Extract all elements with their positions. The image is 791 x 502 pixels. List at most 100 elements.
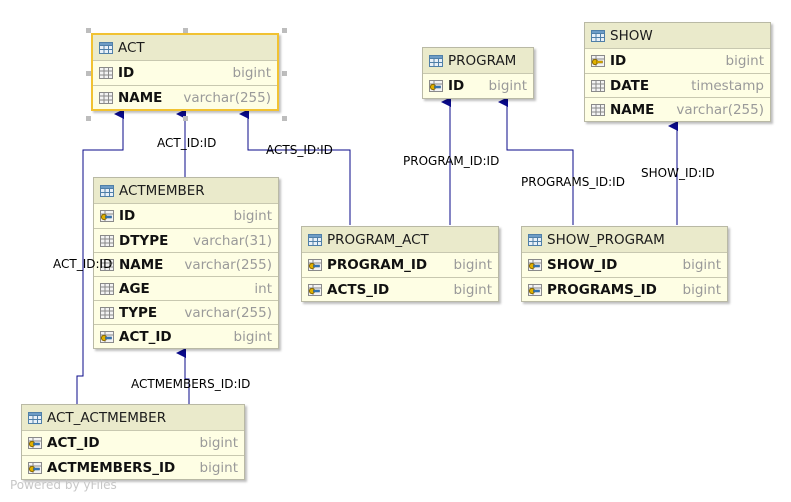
column-name: PROGRAMS_ID [547,281,657,298]
relation-label: ACT_ID:ID [53,257,113,271]
column-type: bigint [488,78,528,94]
entity-name: ACT [118,39,145,56]
column-type: bigint [682,257,722,273]
fk-key-icon [100,210,114,222]
column-type: varchar(255) [184,304,272,321]
relation-label: PROGRAM_ID:ID [403,154,500,168]
entity-header[interactable]: ACTMEMBER [94,178,278,204]
column-row[interactable]: AGE int [94,276,278,300]
column-icon [99,91,113,104]
selection-handle[interactable] [282,116,287,121]
table-icon [429,54,443,67]
column-icon [100,306,114,319]
column-name: DATE [610,77,650,94]
column-name: ACTS_ID [327,281,390,298]
column-row[interactable]: ID bigint [423,74,533,98]
relation-label: SHOW_ID:ID [641,166,715,180]
edge-act-actmember-actmember[interactable] [176,348,190,404]
column-name: DTYPE [119,232,169,249]
column-name: ACT_ID [119,328,172,345]
selection-handle[interactable] [86,28,91,33]
entity-name: PROGRAM_ACT [327,231,429,248]
column-type: bigint [199,459,239,476]
key-icon [591,55,605,67]
column-name: NAME [118,89,163,106]
selection-handle[interactable] [86,71,91,76]
entity-name: ACTMEMBER [119,182,205,199]
column-icon [591,79,605,92]
selection-handle[interactable] [282,71,287,76]
selection-handle[interactable] [282,28,287,33]
fk-key-icon [429,80,443,92]
table-icon [308,233,322,246]
column-row[interactable]: PROGRAMS_ID bigint [522,277,727,301]
entity-header[interactable]: SHOW_PROGRAM [522,227,727,253]
column-row[interactable]: ACT_ID bigint [22,431,244,455]
relation-label: ACTS_ID:ID [266,143,333,157]
entity-program[interactable]: PROGRAM ID bigint [422,47,534,99]
column-type: bigint [682,281,722,298]
edge-program-act-act[interactable] [239,109,351,225]
column-row[interactable]: DTYPE varchar(31) [94,228,278,252]
column-type: varchar(255) [183,89,271,106]
column-type: timestamp [691,77,764,94]
column-icon [100,234,114,247]
column-type: bigint [232,65,272,81]
entity-header[interactable]: PROGRAM_ACT [302,227,498,253]
entity-header[interactable]: SHOW [585,23,770,49]
column-name: NAME [610,101,655,118]
column-row[interactable]: NAME varchar(255) [94,252,278,276]
entity-header[interactable]: PROGRAM [423,48,533,74]
fk-key-icon [528,259,542,271]
column-row[interactable]: ACTMEMBERS_ID bigint [22,455,244,479]
column-icon [591,103,605,116]
column-name: NAME [119,256,164,273]
relation-label: PROGRAMS_ID:ID [521,175,625,189]
column-row[interactable]: DATE timestamp [585,73,770,97]
entity-header[interactable]: ACT [93,35,277,61]
column-name: ID [448,78,465,94]
fk-key-icon [308,259,322,271]
column-name: ACT_ID [47,435,100,451]
column-type: varchar(255) [184,256,272,273]
column-type: bigint [199,435,239,451]
entity-name: SHOW_PROGRAM [547,231,665,248]
column-name: ID [610,53,627,69]
column-name: ACTMEMBERS_ID [47,459,176,476]
table-icon [528,233,542,246]
column-type: bigint [725,53,765,69]
fk-key-icon [28,461,42,474]
column-type: bigint [453,281,493,298]
column-row[interactable]: ID bigint [585,49,770,73]
column-type: varchar(31) [192,232,272,249]
column-name: AGE [119,280,150,297]
column-type: int [254,280,272,297]
selection-handle[interactable] [183,116,188,121]
edge-show-program-program[interactable] [498,97,574,225]
column-row[interactable]: ACTS_ID bigint [302,277,498,301]
column-row[interactable]: NAME varchar(255) [93,85,277,109]
table-icon [28,411,42,424]
selection-handle[interactable] [183,28,188,33]
column-type: bigint [453,257,493,273]
entity-name: SHOW [610,27,653,44]
table-icon [591,29,605,42]
column-icon [99,67,113,79]
entity-name: ACT_ACTMEMBER [47,409,167,426]
selection-handle[interactable] [86,116,91,121]
edge-act-actmember-act[interactable] [76,109,124,404]
entity-header[interactable]: ACT_ACTMEMBER [22,405,244,431]
